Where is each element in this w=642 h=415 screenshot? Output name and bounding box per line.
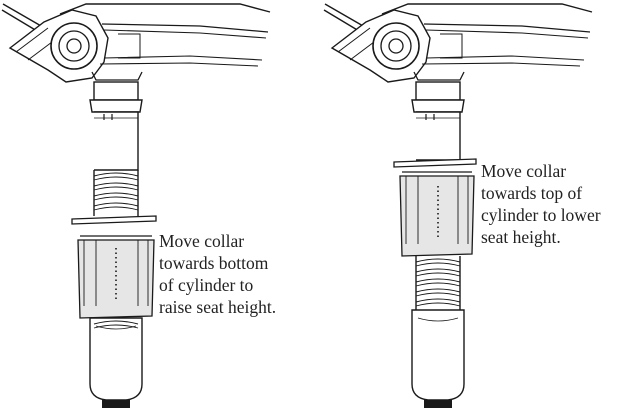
raise-seat-instruction: Move collar towards bottom of cylinder t… xyxy=(159,231,277,317)
left-chair-assembly xyxy=(1,3,271,408)
right-chair-assembly xyxy=(323,3,593,408)
lower-seat-instruction: Move collar towards top of cylinder to l… xyxy=(481,161,601,247)
